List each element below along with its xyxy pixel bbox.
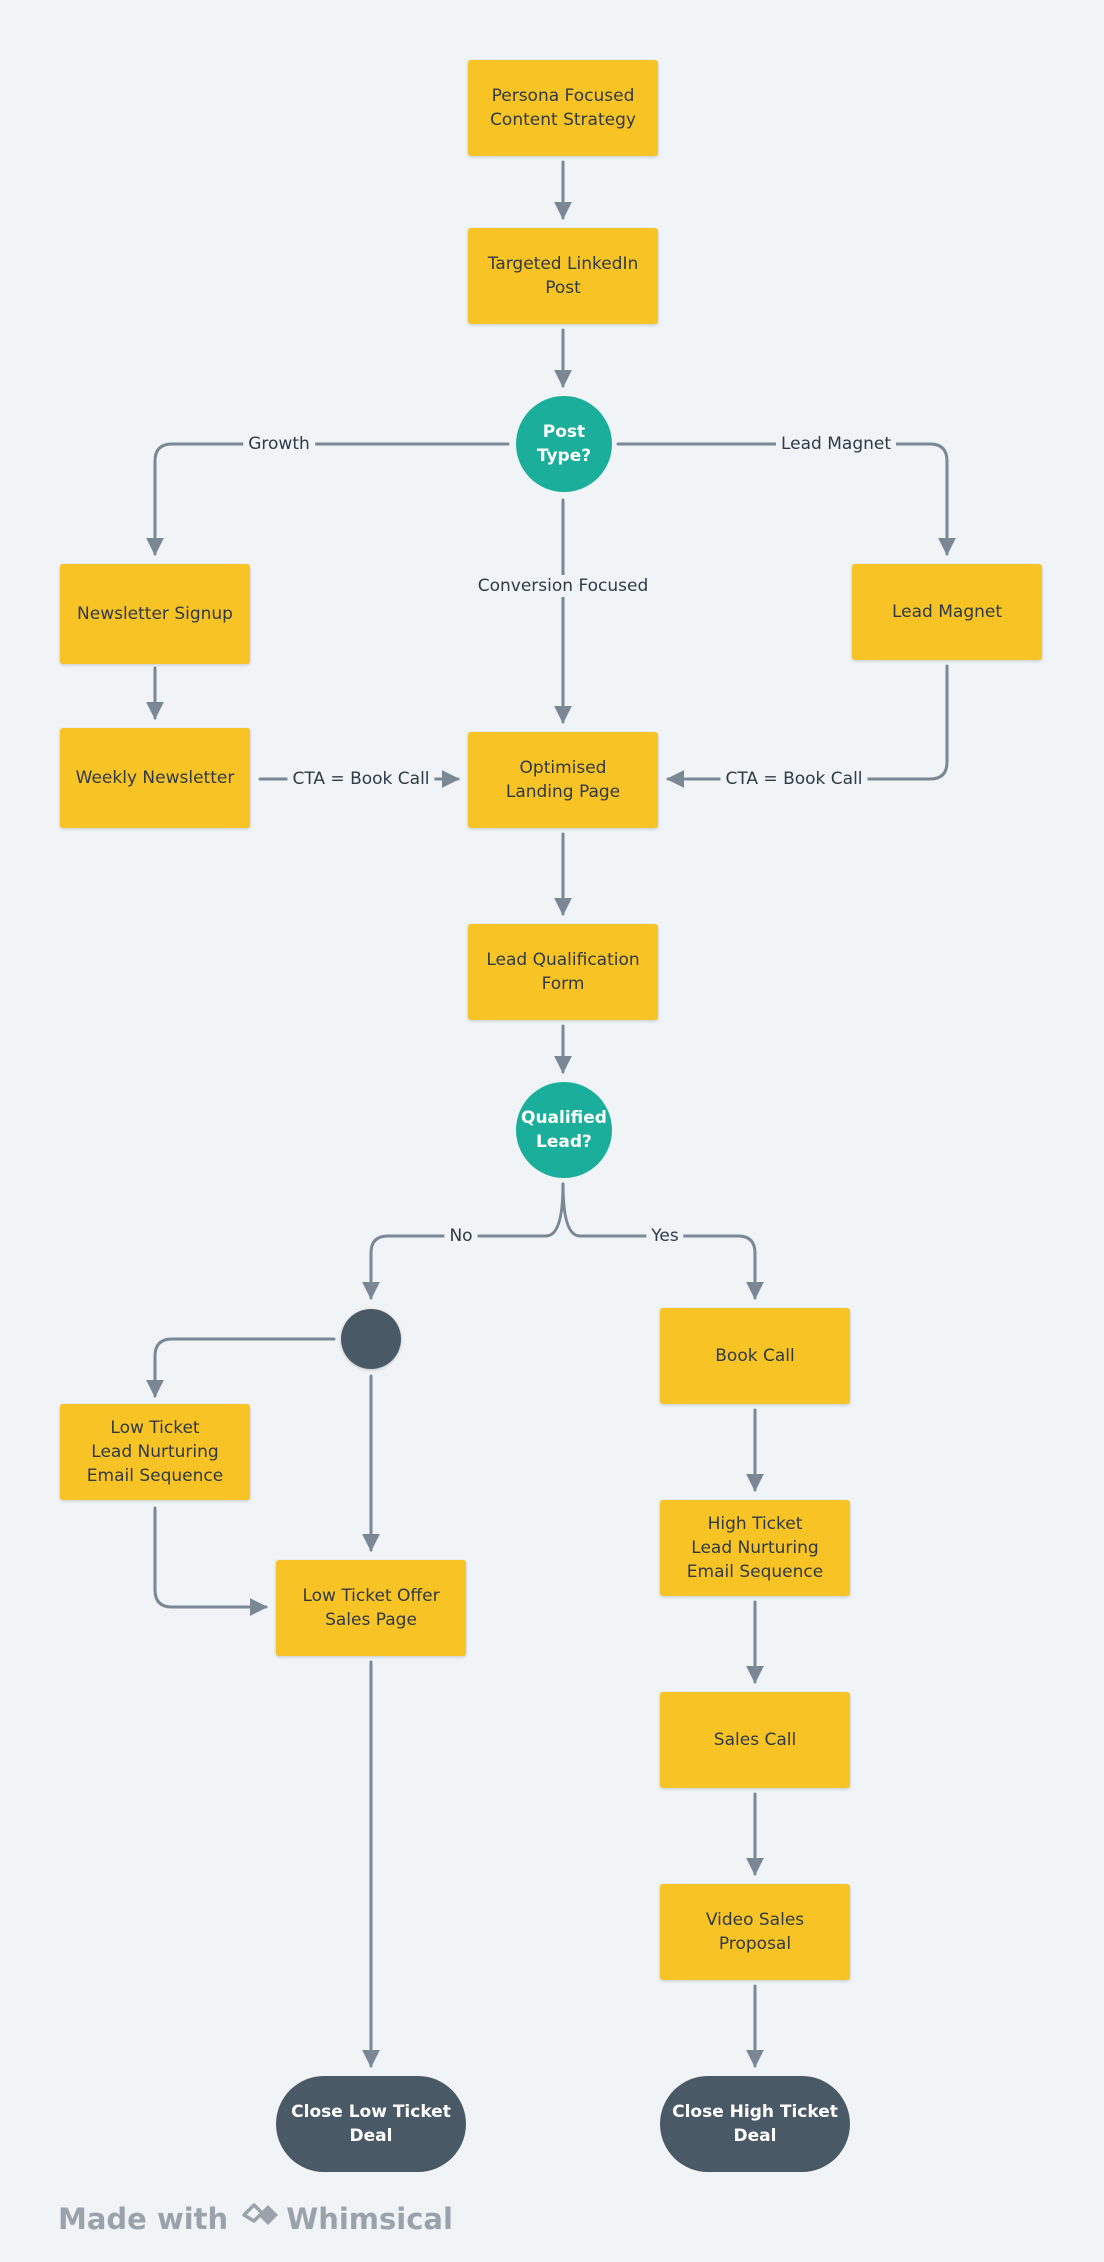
weekly-newsletter-node[interactable]: Weekly Newsletter bbox=[60, 728, 250, 828]
merge-connector-dot bbox=[341, 1309, 401, 1369]
edge-growth bbox=[146, 442, 510, 556]
made-with-whimsical-footer[interactable]: Made with Whimsical bbox=[58, 2200, 453, 2237]
edge-label-conversion-focused: Conversion Focused bbox=[472, 575, 654, 597]
book-call-node[interactable]: Book Call bbox=[660, 1308, 850, 1404]
edge-label-cta-right: CTA = Book Call bbox=[720, 768, 868, 790]
edge-label-no: No bbox=[444, 1225, 478, 1247]
whimsical-brand-text: Whimsical bbox=[286, 2201, 453, 2236]
edge-label-growth: Growth bbox=[243, 433, 315, 455]
edge-lead-magnet bbox=[616, 442, 956, 556]
whimsical-logo-icon bbox=[240, 2200, 280, 2237]
edge-label-cta-left: CTA = Book Call bbox=[287, 768, 435, 790]
lead-magnet-node[interactable]: Lead Magnet bbox=[852, 564, 1042, 660]
made-with-text: Made with bbox=[58, 2201, 229, 2236]
sales-call-node[interactable]: Sales Call bbox=[660, 1692, 850, 1788]
edge-leadmagnet-to-landing bbox=[666, 664, 949, 788]
edge-low-nurture-to-offer bbox=[153, 1506, 268, 1616]
newsletter-signup-node[interactable]: Newsletter Signup bbox=[60, 564, 250, 664]
edge-label-yes: Yes bbox=[646, 1225, 684, 1247]
edge-label-lead-magnet: Lead Magnet bbox=[775, 433, 897, 455]
edge-dot-to-low-nurture bbox=[146, 1337, 336, 1398]
